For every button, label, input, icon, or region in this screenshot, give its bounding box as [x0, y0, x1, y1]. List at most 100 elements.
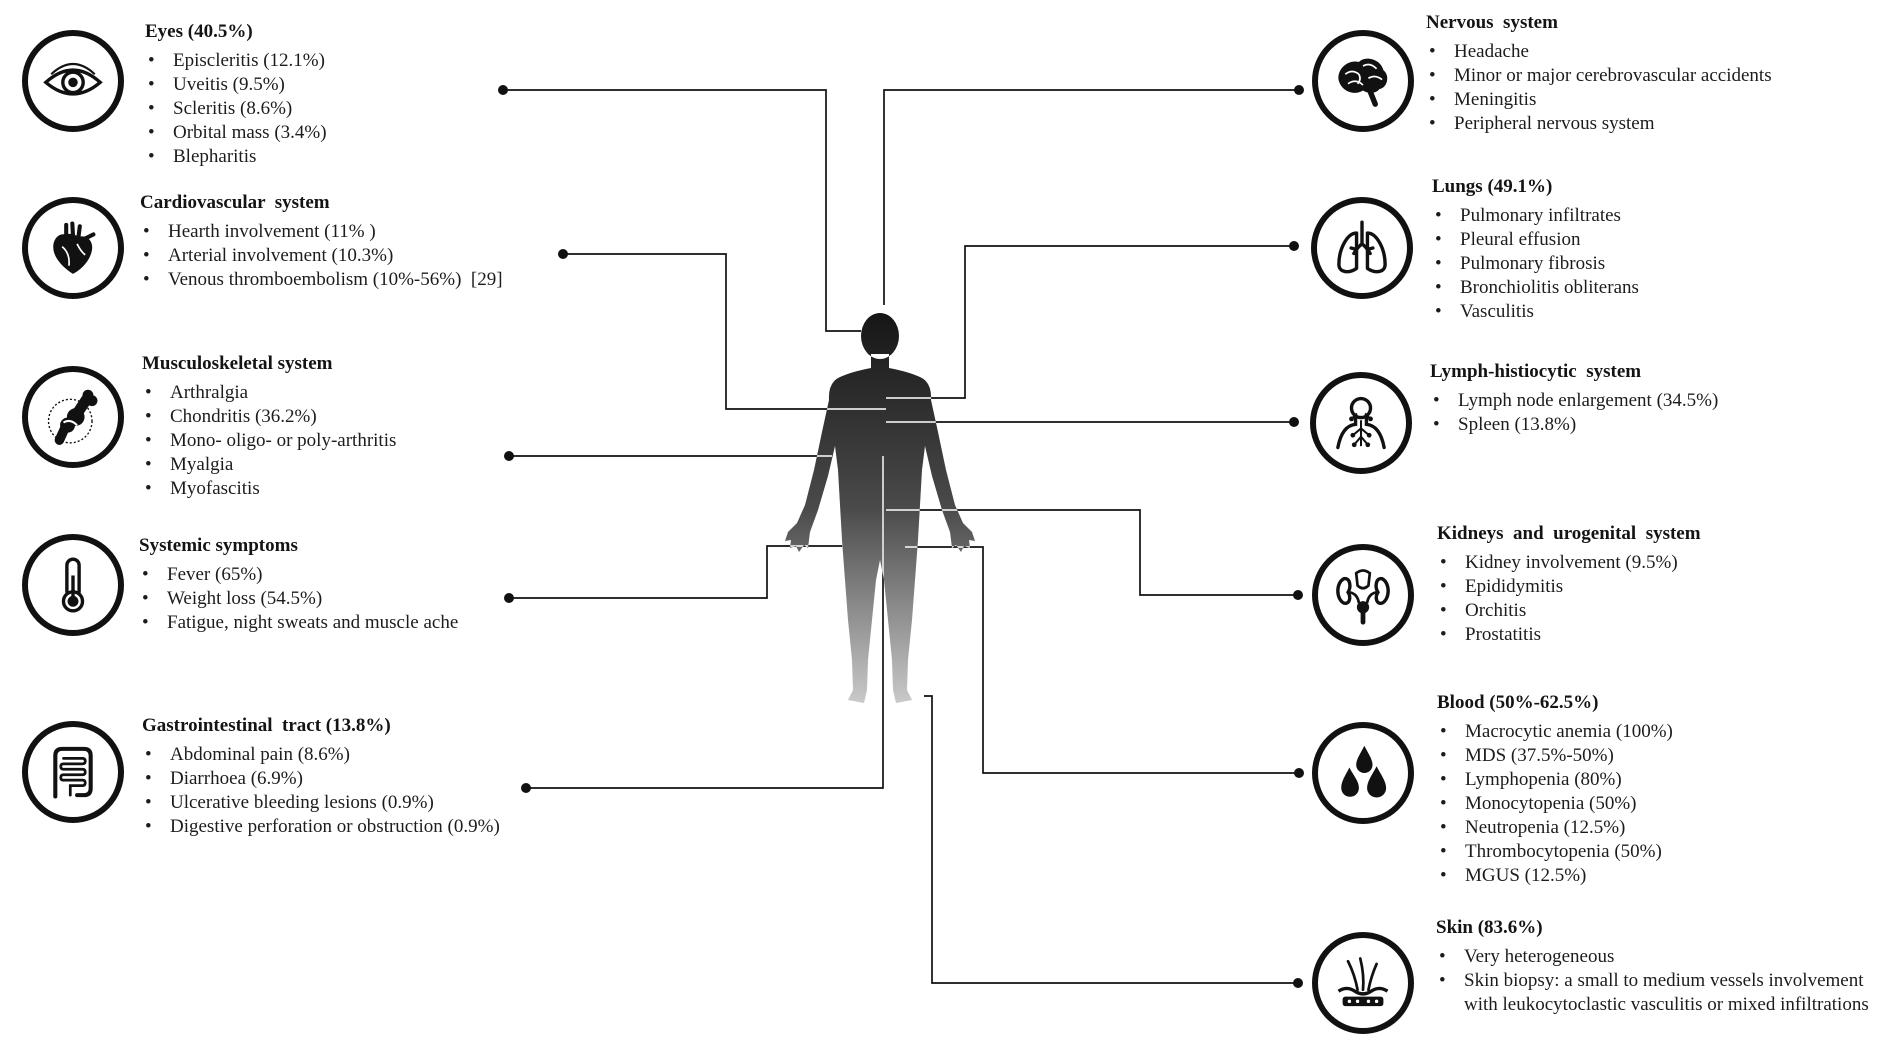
panel-title: Eyes (40.5%) — [145, 21, 253, 42]
list-item: Blepharitis — [148, 145, 327, 169]
item-list: Arthralgia Chondritis (36.2%) Mono- olig… — [142, 381, 396, 501]
list-item: Myalgia — [145, 453, 396, 477]
kidneys-urogenital-badge — [1312, 544, 1414, 646]
item-list: Headache Minor or major cerebrovascular … — [1426, 40, 1772, 136]
list-item: Neutropenia (12.5%) — [1440, 816, 1673, 840]
list-item: Venous thromboembolism (10%-56%) [29] — [143, 268, 503, 292]
connector-dot — [558, 249, 568, 259]
connector-dot — [1294, 85, 1304, 95]
blood-drops-icon — [1341, 745, 1387, 798]
connector-dot — [504, 593, 514, 603]
lymph-node-icon — [1336, 396, 1386, 450]
panel-title: Blood (50%-62.5%) — [1437, 692, 1599, 713]
panel-blood: Blood (50%-62.5%) Macrocytic anemia (100… — [1437, 691, 1673, 888]
systemic-symptoms-badge — [22, 534, 124, 636]
list-item: Mono- oligo- or poly-arthritis — [145, 429, 396, 453]
joint-icon — [47, 389, 98, 445]
connector-dot — [1294, 768, 1304, 778]
list-item: Headache — [1429, 40, 1772, 64]
list-item: Kidney involvement (9.5%) — [1440, 551, 1701, 575]
panel-nervous-system: Nervous system Headache Minor or major c… — [1426, 11, 1772, 136]
item-list: Hearth involvement (11% ) Arterial invol… — [140, 220, 503, 292]
connector-systemic — [509, 545, 843, 599]
intestines-icon — [53, 746, 93, 799]
connector-dot — [504, 451, 514, 461]
list-item: Pleural effusion — [1435, 228, 1639, 252]
list-item: Digestive perforation or obstruction (0.… — [145, 815, 500, 839]
panel-title: Lymph-histiocytic system — [1430, 361, 1642, 382]
list-item: Very heterogeneous — [1439, 945, 1869, 969]
list-item: Peripheral nervous system — [1429, 112, 1772, 136]
panel-title: Systemic symptoms — [139, 535, 298, 556]
connector-lines — [503, 89, 1299, 984]
item-list: Episcleritis (12.1%) Uveitis (9.5%) Scle… — [145, 49, 327, 169]
cardiovascular-badge — [22, 197, 124, 299]
panel-lungs: Lungs (49.1%) Pulmonary infiltrates Pleu… — [1432, 175, 1639, 324]
connector-blood — [905, 546, 1299, 774]
list-item: Scleritis (8.6%) — [148, 97, 327, 121]
list-item: Fever (65%) — [142, 563, 458, 587]
list-item: Diarrhoea (6.9%) — [145, 767, 500, 791]
gastrointestinal-badge — [22, 721, 124, 823]
connector-dot — [1289, 241, 1299, 251]
connector-dot — [1289, 417, 1299, 427]
panel-title: Nervous system — [1426, 12, 1558, 33]
eyes-badge — [22, 30, 124, 132]
list-item: Abdominal pain (8.6%) — [145, 743, 500, 767]
list-item: Myofascitis — [145, 477, 396, 501]
panel-title: Gastrointestinal tract (13.8%) — [142, 715, 391, 736]
list-item: Meningitis — [1429, 88, 1772, 112]
panel-kidneys-urogenital: Kidneys and urogenital system Kidney inv… — [1437, 522, 1701, 647]
panel-title: Kidneys and urogenital system — [1437, 523, 1701, 544]
list-item: MDS (37.5%-50%) — [1440, 744, 1673, 768]
brain-icon — [1338, 58, 1388, 107]
connector-eyes — [503, 89, 861, 332]
skin-icon — [1337, 957, 1389, 1007]
connector-skin — [924, 695, 1298, 984]
list-item: Prostatitis — [1440, 623, 1701, 647]
thermometer-icon — [61, 557, 85, 613]
eye-icon — [43, 62, 103, 96]
panel-skin: Skin (83.6%) Very heterogeneous Skin bio… — [1436, 916, 1869, 1017]
item-list: Kidney involvement (9.5%) Epididymitis O… — [1437, 551, 1701, 647]
human-body-silhouette — [785, 313, 975, 703]
list-item: Arthralgia — [145, 381, 396, 405]
item-list: Very heterogeneous Skin biopsy: a small … — [1436, 945, 1869, 1017]
list-item: MGUS (12.5%) — [1440, 864, 1673, 888]
connector-kidneys — [886, 509, 1298, 596]
panel-cardiovascular: Cardiovascular system Hearth involvement… — [140, 191, 503, 292]
heart-icon — [53, 221, 96, 274]
list-item: Spleen (13.8%) — [1433, 413, 1718, 437]
panel-eyes: Eyes (40.5%) Episcleritis (12.1%) Uveiti… — [145, 20, 327, 169]
list-item: Thrombocytopenia (50%) — [1440, 840, 1673, 864]
list-item-line: with leukocytoclastic vasculitis or mixe… — [1464, 994, 1869, 1015]
musculoskeletal-badge — [22, 366, 124, 468]
connector-lungs — [886, 245, 1294, 399]
connector-dot — [521, 783, 531, 793]
panel-systemic-symptoms: Systemic symptoms Fever (65%) Weight los… — [139, 534, 458, 635]
item-list: Fever (65%) Weight loss (54.5%) Fatigue,… — [139, 563, 458, 635]
item-list: Lymph node enlargement (34.5%) Spleen (1… — [1430, 389, 1718, 437]
list-item-line: Skin biopsy: a small to medium vessels i… — [1464, 970, 1864, 991]
list-item: Vasculitis — [1435, 300, 1639, 324]
list-item: Monocytopenia (50%) — [1440, 792, 1673, 816]
list-item: Skin biopsy: a small to medium vessels i… — [1439, 969, 1869, 1017]
list-item: Uveitis (9.5%) — [148, 73, 327, 97]
item-list: Abdominal pain (8.6%) Diarrhoea (6.9%) U… — [142, 743, 500, 839]
list-item: Chondritis (36.2%) — [145, 405, 396, 429]
list-item: Pulmonary fibrosis — [1435, 252, 1639, 276]
lymph-histiocytic-badge — [1310, 372, 1412, 474]
list-item: Orbital mass (3.4%) — [148, 121, 327, 145]
connector-dots — [498, 85, 1304, 988]
blood-badge — [1312, 722, 1414, 824]
list-item: Orchitis — [1440, 599, 1701, 623]
skin-badge — [1312, 932, 1414, 1034]
list-item: Pulmonary infiltrates — [1435, 204, 1639, 228]
connector-dot — [498, 85, 508, 95]
connector-dot — [1293, 978, 1303, 988]
urogenital-icon — [1336, 569, 1390, 625]
panel-title: Musculoskeletal system — [142, 353, 333, 374]
nervous-system-badge — [1312, 30, 1414, 132]
